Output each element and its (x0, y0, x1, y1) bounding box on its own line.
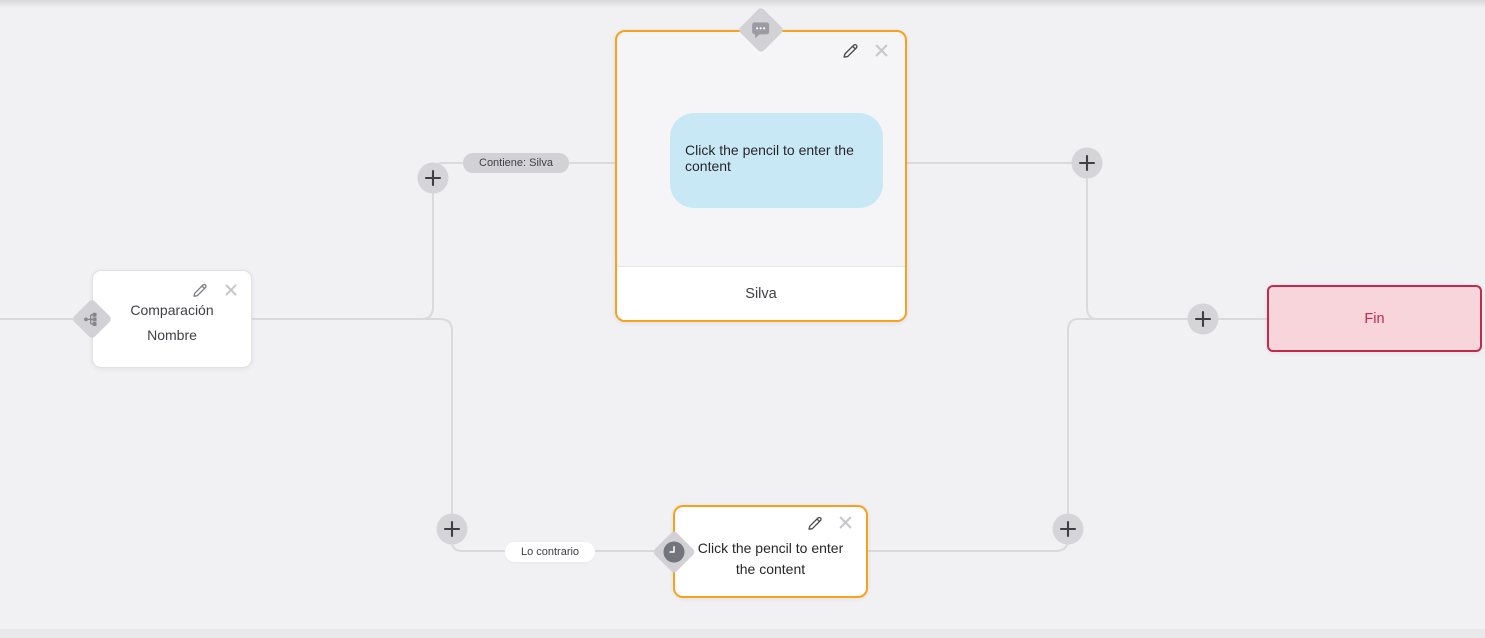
edge-message-to-end (907, 162, 1267, 320)
fallback-text: Click the pencil to enter the content (697, 539, 844, 577)
delete-x-icon[interactable] (873, 42, 890, 59)
delete-x-icon[interactable] (837, 514, 854, 531)
branch-sitemap-icon (84, 311, 101, 327)
add-block-button-bottom-branch[interactable] (436, 513, 468, 545)
edge-comparison-to-fallback (252, 318, 673, 552)
comparison-title-line2: Nombre (147, 327, 197, 343)
message-node[interactable]: Click the pencil to enter the content Si… (615, 30, 907, 322)
edge-label-match: Contiene: Silva (463, 153, 569, 173)
comparison-title-line1: Comparación (130, 302, 214, 318)
delete-x-icon[interactable] (222, 281, 239, 298)
plus-icon (443, 520, 461, 538)
comparison-port-diamond[interactable] (71, 298, 113, 340)
add-block-button-after-message[interactable] (1071, 147, 1103, 179)
plus-icon (1059, 520, 1077, 538)
fallback-port-diamond[interactable] (652, 530, 696, 574)
edit-pencil-icon[interactable] (806, 514, 823, 531)
comparison-node[interactable]: Comparación Nombre (92, 270, 252, 368)
plus-icon (1194, 310, 1212, 328)
fallback-node[interactable]: Click the pencil to enter the content (673, 505, 868, 598)
edit-pencil-icon[interactable] (191, 281, 208, 298)
message-bubble: Click the pencil to enter the content (670, 113, 883, 208)
edit-pencil-icon[interactable] (842, 42, 859, 59)
canvas-top-shadow (0, 0, 1485, 8)
plus-icon (424, 169, 442, 187)
canvas-bottom-edge (0, 629, 1485, 638)
chat-bubble-icon (752, 21, 771, 39)
edge-fallback-to-end (868, 318, 1267, 552)
add-block-button-top-branch[interactable] (417, 162, 449, 194)
message-port-diamond[interactable] (737, 6, 785, 54)
message-footer-label: Silva (617, 266, 905, 320)
clock-icon (663, 541, 686, 564)
end-node-label: Fin (1364, 310, 1385, 327)
edge-label-otherwise: Lo contrario (504, 542, 596, 562)
add-block-button-after-fallback[interactable] (1052, 513, 1084, 545)
end-node[interactable]: Fin (1267, 285, 1482, 352)
add-block-button-before-end[interactable] (1187, 303, 1219, 335)
plus-icon (1078, 154, 1096, 172)
